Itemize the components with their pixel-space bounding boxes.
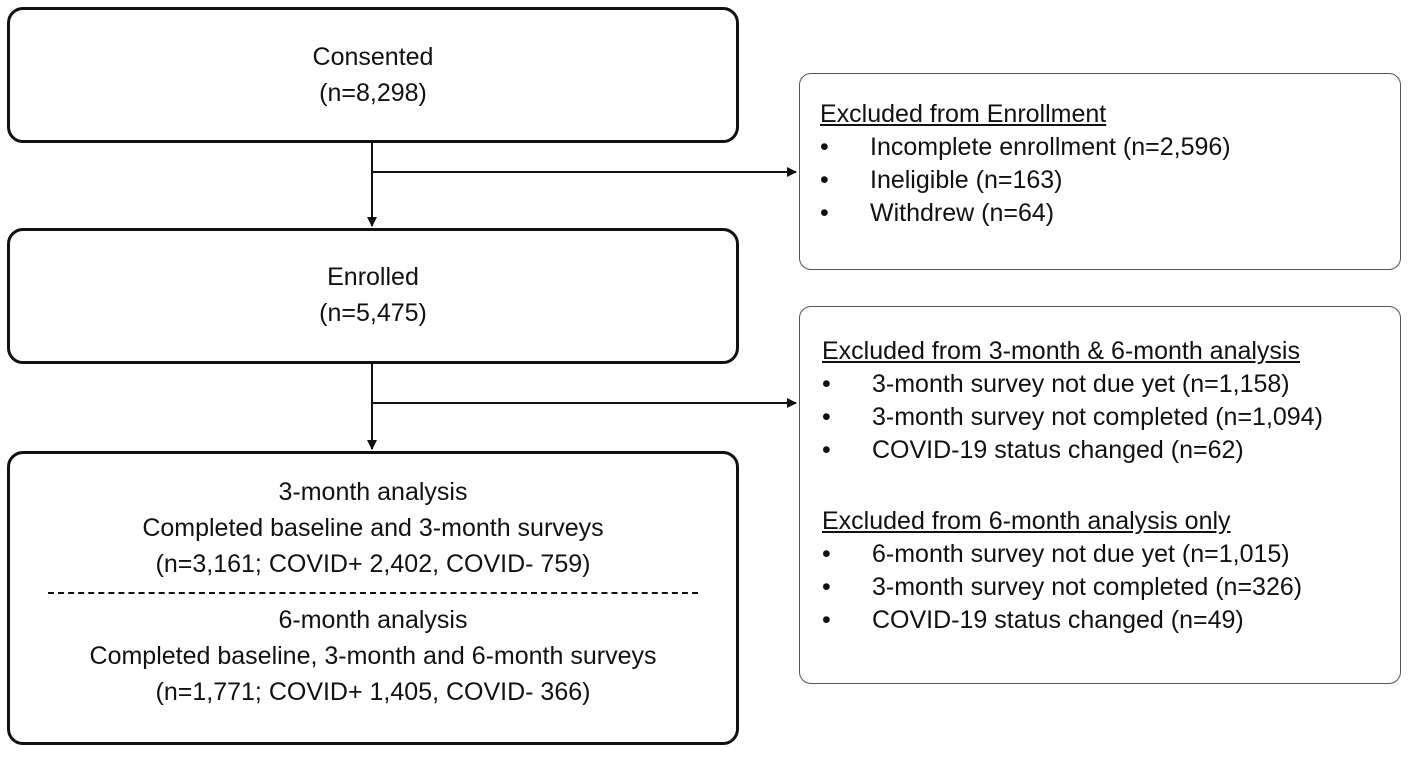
excluded-enrollment-box: Excluded from Enrollment •Incomplete enr… [799, 73, 1401, 270]
excluded-6-month-only-heading: Excluded from 6-month analysis only [822, 507, 1231, 535]
list-item: •3-month survey not due yet (n=1,158) [822, 368, 1400, 401]
bullet-icon: • [822, 403, 831, 431]
bullet-icon: • [820, 133, 829, 161]
list-item: •Incomplete enrollment (n=2,596) [820, 131, 1400, 164]
excluded-analysis-box: Excluded from 3-month & 6-month analysis… [799, 306, 1401, 684]
list-item: •Ineligible (n=163) [820, 164, 1400, 197]
excluded-enrollment-heading: Excluded from Enrollment [820, 100, 1107, 128]
excluded-enrollment-list: •Incomplete enrollment (n=2,596) •Inelig… [820, 131, 1400, 230]
three-month-analysis-title: 3-month analysis [278, 478, 468, 506]
analysis-divider [48, 592, 698, 594]
bullet-icon: • [822, 573, 831, 601]
analysis-box: 3-month analysis Completed baseline and … [7, 451, 739, 745]
bullet-icon: • [822, 436, 831, 464]
six-month-analysis-title: 6-month analysis [278, 606, 468, 634]
bullet-icon: • [822, 370, 831, 398]
list-item: •6-month survey not due yet (n=1,015) [822, 538, 1400, 571]
list-item: •3-month survey not completed (n=1,094) [822, 401, 1400, 434]
consented-count: (n=8,298) [319, 79, 427, 107]
consented-title: Consented [312, 43, 434, 71]
enrolled-count: (n=5,475) [319, 299, 427, 327]
six-month-analysis-desc: Completed baseline, 3-month and 6-month … [89, 642, 657, 670]
bullet-icon: • [820, 166, 829, 194]
bullet-icon: • [822, 540, 831, 568]
list-item: •Withdrew (n=64) [820, 197, 1400, 230]
list-item: •3-month survey not completed (n=326) [822, 571, 1400, 604]
enrolled-box: Enrolled (n=5,475) [7, 228, 739, 364]
list-item: •COVID-19 status changed (n=49) [822, 604, 1400, 637]
enrolled-title: Enrolled [327, 263, 419, 291]
consented-box: Consented (n=8,298) [7, 7, 739, 143]
list-item: •COVID-19 status changed (n=62) [822, 434, 1400, 467]
excluded-6-month-only-list: •6-month survey not due yet (n=1,015) •3… [822, 538, 1400, 637]
bullet-icon: • [820, 199, 829, 227]
bullet-icon: • [822, 606, 831, 634]
excluded-3-and-6-month-heading: Excluded from 3-month & 6-month analysis [822, 337, 1300, 365]
three-month-analysis-count: (n=3,161; COVID+ 2,402, COVID- 759) [155, 550, 591, 578]
three-month-analysis-desc: Completed baseline and 3-month surveys [142, 514, 604, 542]
excluded-3-and-6-month-list: •3-month survey not due yet (n=1,158) •3… [822, 368, 1400, 467]
six-month-analysis-count: (n=1,771; COVID+ 1,405, COVID- 366) [155, 678, 591, 706]
